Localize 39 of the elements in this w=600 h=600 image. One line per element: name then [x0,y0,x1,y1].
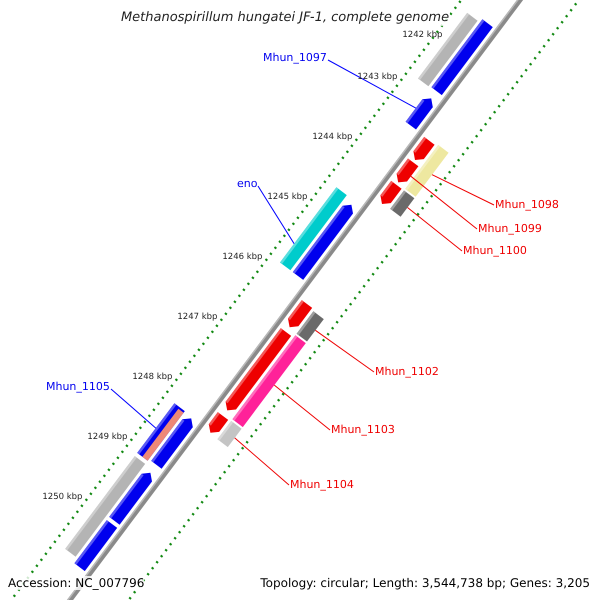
title: Methanospirillum hungatei JF-1, complete genome [120,9,450,26]
gene-label: Mhun_1100 [463,244,527,257]
leader-line [258,186,295,244]
gene-label: Mhun_1099 [478,222,542,235]
pointed-gene-bar [109,472,152,525]
gene-bar [390,190,414,217]
leader-line [110,388,156,429]
footer-text: Topology: circular; Length: 3,544,738 bp; Genes: 3,205 [260,576,590,590]
pointed-gene-bar [208,412,228,433]
tick-label: 1248 kbp [132,372,172,382]
pointed-gene-bar [413,136,435,160]
gene-label: eno [237,177,258,190]
gene-bar [296,311,324,342]
tick-label: 1247 kbp [177,312,218,322]
gene-bar [74,520,118,572]
pointed-gene-bar [292,204,353,280]
tick-label: 1249 kbp [87,432,128,442]
pointed-gene-bar [396,158,418,182]
gene-bar [232,335,306,428]
gene-bar [217,420,242,448]
tick-label: 1246 kbp [222,252,262,262]
tick-label: 1250 kbp [42,492,82,502]
leader-line [328,60,416,109]
pointed-gene-bar [151,418,193,469]
tick-label: 1242 kbp [402,30,442,40]
leader-line [234,437,290,486]
gene-label: Mhun_1098 [495,198,559,211]
footer-text: Accession: NC_007796 [8,576,144,590]
pointed-gene-bar [406,98,433,130]
gene-label: Mhun_1102 [375,365,439,378]
leader-line [410,176,478,230]
gene-label: Mhun_1104 [290,478,354,491]
gene-label: Mhun_1105 [46,380,110,393]
tick-label: 1244 kbp [312,132,352,142]
gene-label: Mhun_1097 [263,51,327,64]
gene-label: Mhun_1103 [331,423,395,436]
tick-label: 1243 kbp [357,72,398,82]
leader-line [432,174,494,206]
tick-label: 1245 kbp [267,192,308,202]
